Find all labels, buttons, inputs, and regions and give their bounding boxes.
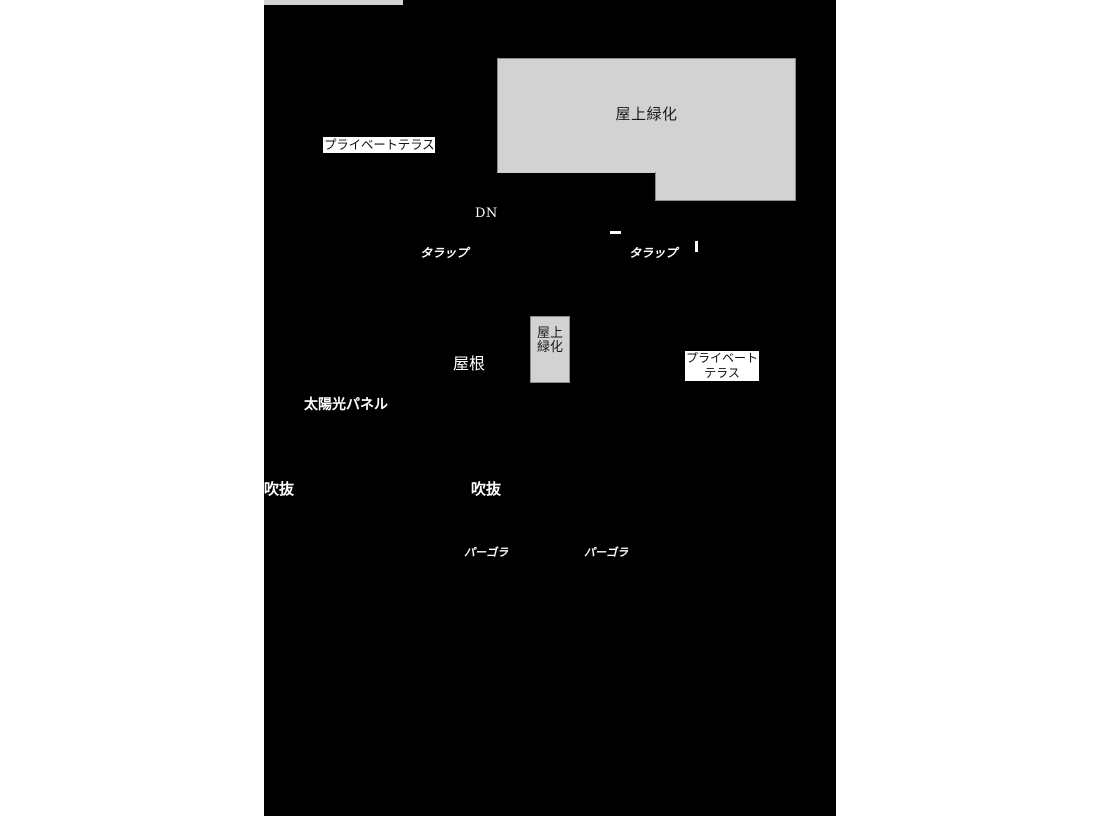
annotation-void-right: 吹抜	[264, 480, 295, 498]
roof-greening-main-label: 屋上緑化	[615, 105, 678, 123]
tick-dash-right	[610, 231, 621, 234]
tag-private-terrace-left[interactable]: プライベートテラス	[323, 137, 436, 153]
roof-greening-small-label: 屋上 緑化	[530, 327, 570, 354]
tag-private-terrace-right[interactable]: プライベート テラス	[685, 351, 760, 381]
annotation-roof: 屋根	[453, 354, 486, 373]
tag-private-terrace-right-line2: テラス	[703, 366, 741, 381]
drawing-canvas[interactable]: 屋上緑化 屋上 緑化 プライベートテラス プライベート テラス DN タラップ …	[264, 0, 836, 816]
tag-private-terrace-right-line1: プライベート	[686, 351, 759, 366]
tick-mark-far-right	[695, 241, 698, 252]
annotation-pergola-left: パーゴラ	[464, 546, 508, 559]
roof-greening-small-label-line2: 緑化	[536, 339, 563, 355]
roof-greening-small-polygon[interactable]	[530, 316, 570, 383]
roof-greening-main-polygon-upper[interactable]	[497, 58, 796, 173]
annotation-solar-panel: 太陽光パネル	[304, 397, 388, 413]
annotation-pergola-right: パーゴラ	[584, 546, 628, 559]
annotation-void-left: 吹抜	[471, 480, 502, 498]
annotation-ladder-left: タラップ	[420, 246, 469, 260]
roof-greening-small-label-line1: 屋上	[536, 326, 563, 341]
roof-greening-main-polygon-seam	[264, 0, 403, 5]
annotation-ladder-right: タラップ	[629, 246, 678, 260]
annotation-dn: DN	[475, 206, 498, 221]
roof-greening-main-polygon-lower[interactable]	[655, 172, 796, 201]
